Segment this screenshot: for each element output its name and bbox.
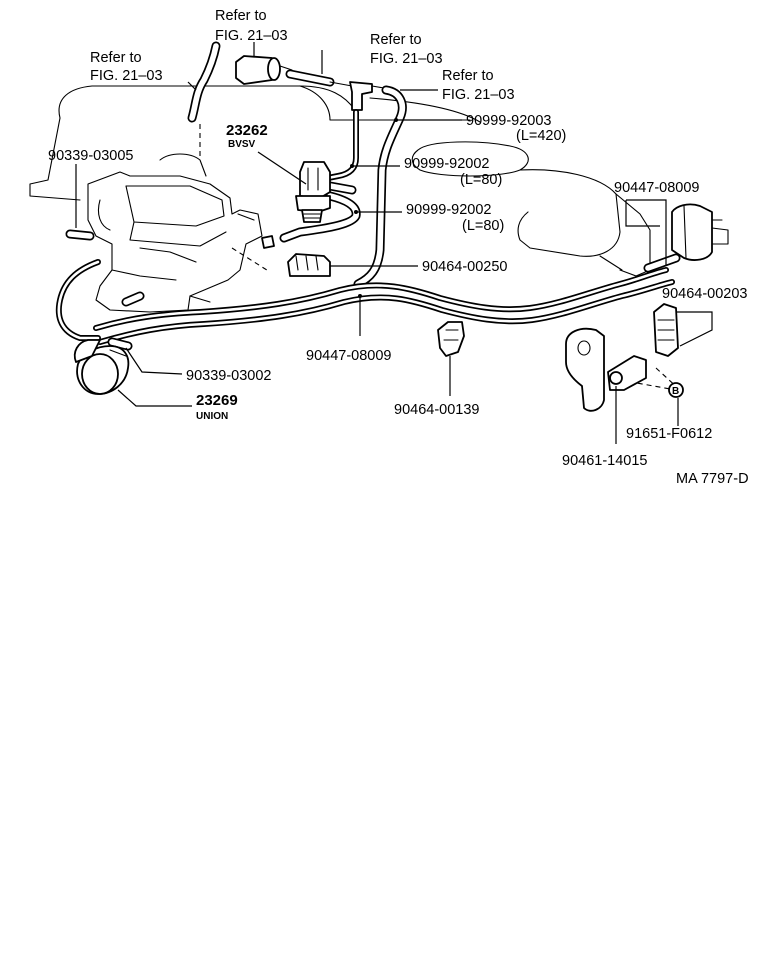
fig-label-d: FIG. 21–03 xyxy=(442,87,515,103)
part-90999-92002-b-number: 90999-92002 xyxy=(406,202,491,218)
clip-90464-00139 xyxy=(437,321,465,357)
labels: Refer to FIG. 21–03 Refer to FIG. 21–03 … xyxy=(48,8,749,487)
part-23262-name: BVSV xyxy=(228,139,256,150)
part-90339-03005: 90339-03005 xyxy=(48,148,133,164)
part-90464-00203: 90464-00203 xyxy=(662,286,747,302)
clamp-90464-00203 xyxy=(653,303,679,357)
part-90464-00250: 90464-00250 xyxy=(422,259,507,275)
leader-lines xyxy=(75,42,713,444)
part-91651-f0612: 91651-F0612 xyxy=(626,426,712,442)
charcoal-canister xyxy=(671,203,729,261)
bolt-b-marker: B xyxy=(668,382,684,398)
figure-code: MA 7797-D xyxy=(676,471,749,487)
part-90999-92002-a-number: 90999-92002 xyxy=(404,156,489,172)
fig-label-b: FIG. 21–03 xyxy=(215,28,288,44)
carburetor xyxy=(87,153,275,313)
bracket-90461-14015 xyxy=(607,355,647,391)
part-23269-name: UNION xyxy=(196,411,228,422)
fuel-filter xyxy=(235,55,293,85)
svg-text:B: B xyxy=(672,386,679,397)
part-90461-14015: 90461-14015 xyxy=(562,453,647,469)
bvsv-valve xyxy=(295,161,331,223)
part-90464-00139: 90464-00139 xyxy=(394,402,479,418)
part-90999-92003-number: 90999-92003 xyxy=(466,113,551,129)
part-90999-92002-a-length: (L=80) xyxy=(460,172,502,188)
part-23269-number: 23269 xyxy=(196,392,238,409)
fig-label-a: FIG. 21–03 xyxy=(90,68,163,84)
part-90339-03002: 90339-03002 xyxy=(186,368,271,384)
part-90447-08009-bottom: 90447-08009 xyxy=(306,348,391,364)
refer-label-c: Refer to xyxy=(370,32,422,48)
hoses xyxy=(55,41,681,351)
bracket-plate xyxy=(565,327,605,412)
part-90999-92003-length: (L=420) xyxy=(516,128,566,144)
refer-label-b: Refer to xyxy=(215,8,267,24)
part-23262-number: 23262 xyxy=(226,122,268,139)
clamp-90464-00250 xyxy=(287,253,331,277)
refer-label-a: Refer to xyxy=(90,50,142,66)
part-90999-92002-b-length: (L=80) xyxy=(462,218,504,234)
union xyxy=(73,339,130,395)
part-90447-08009-right: 90447-08009 xyxy=(614,180,699,196)
fig-label-c: FIG. 21–03 xyxy=(370,51,443,67)
refer-label-d: Refer to xyxy=(442,68,494,84)
